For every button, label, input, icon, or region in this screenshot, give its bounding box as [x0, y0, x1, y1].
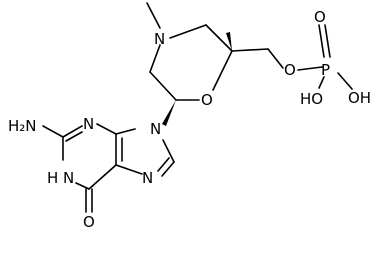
- bond-c8-n7-a: [161, 161, 175, 177]
- atom-oh-left: HO: [300, 90, 323, 108]
- bond-p-o-double-a: [318, 24, 325, 58]
- bond-c-n: [149, 44, 161, 73]
- atom-n3: N: [83, 115, 94, 133]
- bond-c4-n3: [96, 123, 117, 135]
- atom-labels: N O O P O HO OH H₂N N N N N H O: [8, 8, 371, 231]
- bond-n1-c6: [75, 182, 90, 190]
- bond-n-c: [169, 24, 207, 39]
- bond-c8-n7-b: [157, 157, 170, 172]
- atom-o-ester: O: [284, 61, 296, 79]
- bond-c-c6: [205, 24, 233, 52]
- bonds: [42, 2, 353, 213]
- atom-p: P: [321, 61, 330, 79]
- atom-n-methyl: N: [154, 30, 165, 48]
- bond-p-oh-left: [318, 76, 325, 89]
- bond-c2-nh2: [42, 125, 64, 138]
- atom-o-ring: O: [201, 91, 213, 109]
- wedge-bond-c6: [226, 32, 232, 51]
- atom-oh-right: OH: [348, 89, 371, 107]
- bond-n3-c2: [62, 125, 83, 138]
- bond-c6-c5: [88, 164, 117, 190]
- bond-c5-n7: [115, 164, 143, 175]
- bond-p-oh-right: [337, 72, 353, 90]
- bond-c6-ch2: [231, 48, 269, 52]
- atom-n7: N: [142, 169, 153, 187]
- atom-nh2: H₂N: [8, 117, 37, 135]
- bond-c2-c: [149, 71, 177, 101]
- bond-o-p: [297, 66, 323, 71]
- atom-o6: O: [83, 213, 95, 231]
- wedge-bonds: [162, 32, 232, 126]
- bond-c8-n9: [115, 128, 136, 135]
- atom-n9: N: [150, 120, 161, 138]
- bond-ch2-o: [267, 48, 284, 69]
- bond-n9-c8: [162, 139, 175, 163]
- bond-methyl: [146, 2, 161, 29]
- atom-h-n1: H: [47, 169, 58, 187]
- atom-n1: N: [63, 169, 74, 187]
- atom-o-double: O: [314, 8, 326, 26]
- bond-c6-o: [212, 50, 233, 91]
- bond-p-o-double-b: [324, 24, 331, 58]
- wedge-bond-c2-n9: [162, 100, 176, 126]
- bond-n3-c2-inner: [65, 131, 83, 142]
